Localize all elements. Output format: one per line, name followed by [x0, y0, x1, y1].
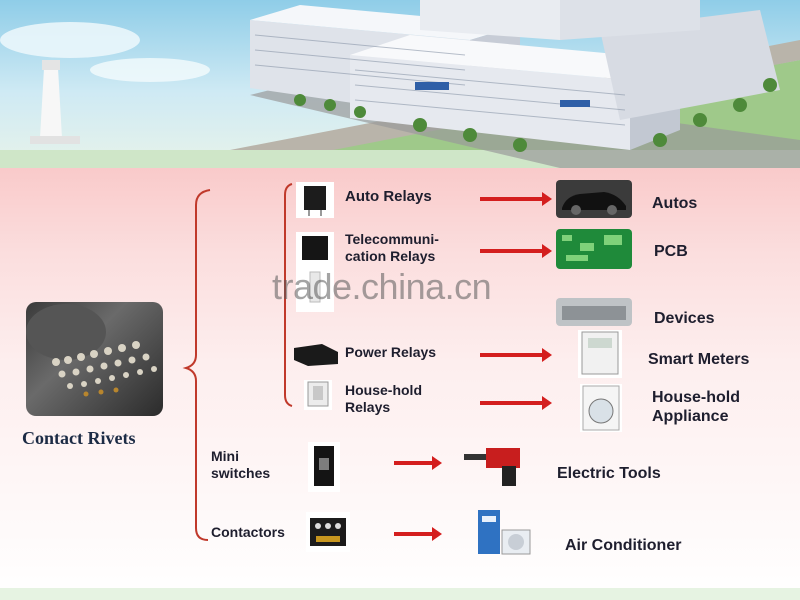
pcb-label: PCB — [654, 243, 688, 260]
household-appliance-label-line1: House-hold — [652, 389, 740, 406]
mini-switch-image — [308, 442, 340, 492]
contactor-image — [306, 512, 350, 552]
air-conditioner-image — [474, 506, 534, 558]
autos-image — [556, 180, 632, 218]
arrow-household-to-appliance — [480, 396, 552, 410]
devices-image — [556, 298, 632, 326]
mini-switches-label-line2: switches — [211, 465, 271, 481]
car-icon — [562, 192, 626, 215]
contactor-icon — [310, 518, 346, 546]
auto-relay-image — [296, 182, 334, 218]
arrow-auto-to-autos — [480, 192, 552, 206]
arrow-power-to-meters — [480, 348, 552, 362]
mini-switches-label-line1: Mini — [211, 448, 239, 464]
drill-icon — [464, 448, 520, 486]
devices-icon — [562, 306, 626, 320]
ac-icon — [478, 510, 531, 555]
contact-rivets-label: Contact Rivets — [22, 428, 136, 448]
footer-strip — [0, 588, 800, 600]
washer-icon — [582, 385, 620, 431]
factory-header-photo — [0, 0, 800, 168]
arrow-telecom-to-pcb — [480, 244, 552, 258]
arrow-mini-to-tools — [394, 456, 442, 470]
relay-icon — [302, 236, 328, 303]
switch-icon — [314, 446, 334, 486]
air-conditioner-label: Air Conditioner — [565, 537, 682, 554]
devices-label: Devices — [654, 310, 715, 327]
pcb-icon — [562, 235, 622, 261]
household-relays-label-line2: Relays — [345, 399, 391, 415]
household-relay-image — [304, 380, 332, 410]
electric-tools-label: Electric Tools — [557, 465, 661, 482]
contact-rivets-image — [26, 302, 163, 416]
smart-meter-image — [578, 330, 622, 378]
smart-meters-label: Smart Meters — [648, 351, 750, 368]
factory-illustration — [0, 0, 800, 168]
meter-icon — [581, 331, 619, 375]
rivets-icon — [26, 304, 157, 397]
telecom-relays-label-line2: cation Relays — [345, 248, 436, 264]
relay-icon — [294, 344, 338, 366]
contactors-label: Contactors — [211, 524, 285, 540]
power-relay-image — [292, 340, 340, 368]
watermark-text: trade.china.cn — [272, 266, 492, 307]
auto-relays-label: Auto Relays — [345, 188, 432, 205]
relay-icon — [307, 381, 329, 407]
autos-label: Autos — [652, 195, 698, 212]
telecom-relays-label-line1: Telecommuni- — [345, 231, 439, 247]
pcb-image — [556, 229, 632, 269]
arrow-contactors-to-ac — [394, 527, 442, 541]
household-appliance-label-line2: Appliance — [652, 408, 729, 425]
power-relays-label: Power Relays — [345, 344, 437, 360]
electric-tool-image — [462, 440, 534, 490]
washing-machine-image — [580, 384, 622, 432]
telecom-relay-image — [296, 232, 334, 312]
household-relays-label-line1: House-hold — [345, 382, 422, 398]
relay-icon — [304, 186, 326, 216]
